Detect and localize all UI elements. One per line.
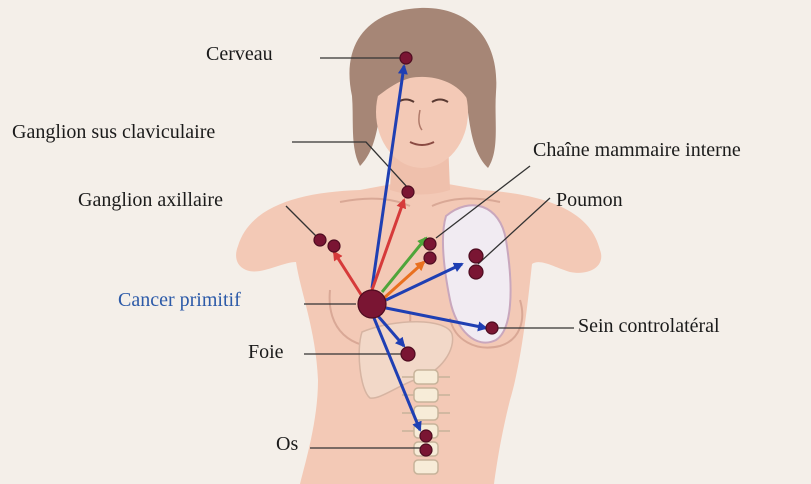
label-contralateral-breast: Sein controlatéral [578, 316, 720, 336]
node-supraclavicular [402, 186, 414, 198]
node-liver [401, 347, 415, 361]
label-brain: Cerveau [206, 44, 273, 64]
node-axillary-2 [328, 240, 340, 252]
label-primary-cancer: Cancer primitif [118, 290, 241, 310]
node-bone-2 [420, 444, 432, 456]
node-lung-2 [469, 265, 483, 279]
label-axillary-node: Ganglion axillaire [78, 190, 223, 210]
label-internal-mammary-chain: Chaîne mammaire interne [533, 140, 741, 160]
label-lung: Poumon [556, 190, 623, 210]
node-primary [358, 290, 386, 318]
node-axillary-1 [314, 234, 326, 246]
label-liver: Foie [248, 342, 284, 362]
node-bone-1 [420, 430, 432, 442]
node-internal-mammary-2 [424, 252, 436, 264]
node-contralateral-breast [486, 322, 498, 334]
node-brain [400, 52, 412, 64]
node-internal-mammary-1 [424, 238, 436, 250]
label-supraclavicular-node: Ganglion sus claviculaire [12, 122, 215, 142]
label-bone: Os [276, 434, 298, 454]
node-lung-1 [469, 249, 483, 263]
